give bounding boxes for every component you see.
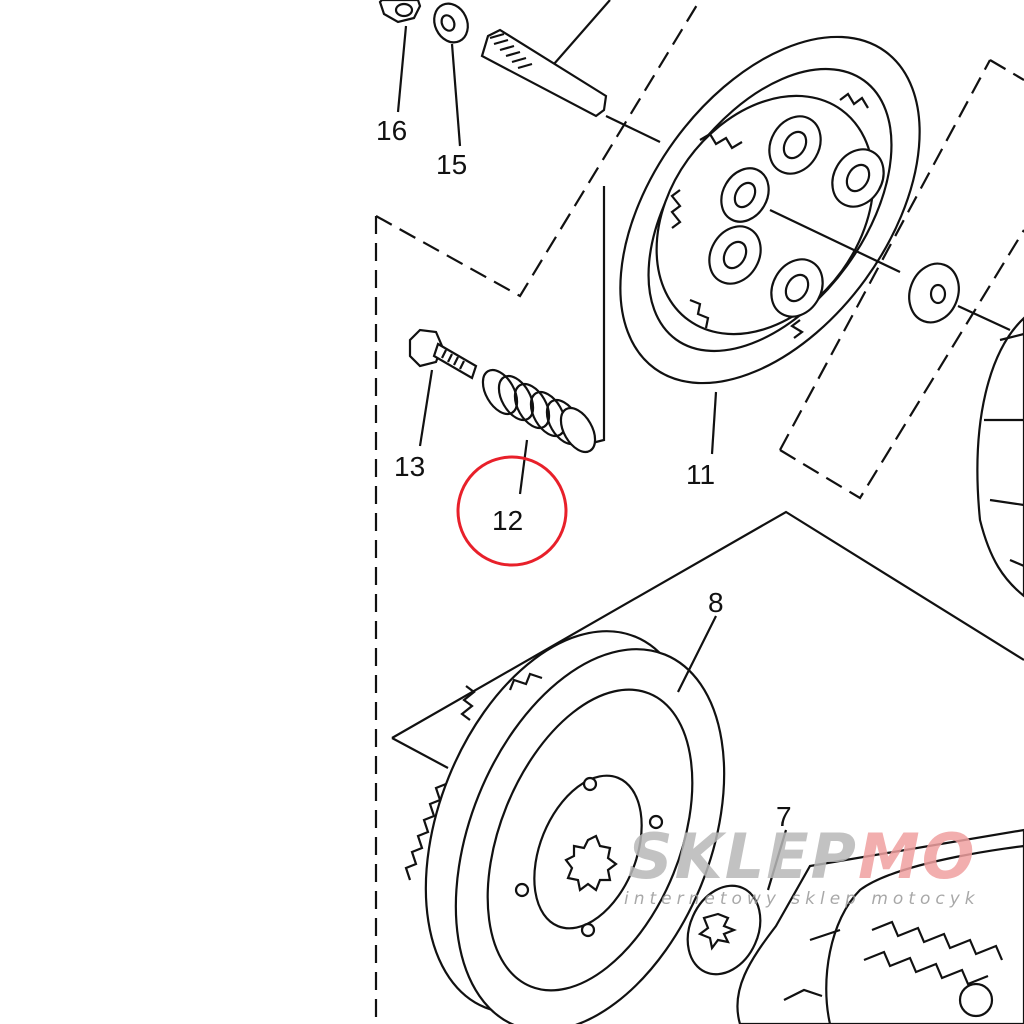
part-11-pressure-plate — [619, 35, 921, 455]
callout-12: 12 — [492, 505, 523, 536]
part-8-driven-gear — [404, 615, 726, 1024]
callout-11: 11 — [686, 459, 715, 490]
clutch-basket-edge — [976, 316, 1024, 598]
push-rod — [480, 28, 661, 143]
watermark-tagline: internetowy sklep motocyk — [624, 889, 980, 909]
clutch-boss — [736, 828, 1024, 1024]
part-7-screw — [686, 829, 788, 976]
highlight-circle — [456, 455, 568, 567]
part-12-spring — [481, 368, 597, 495]
callout-15: 15 — [436, 149, 467, 180]
part-13-bolt — [408, 328, 478, 447]
svg-text:SKLEPMO: SKLEPMO — [628, 820, 976, 893]
part-16-nut — [378, 0, 422, 113]
bearing — [908, 262, 1011, 331]
callout-8: 8 — [708, 587, 724, 618]
watermark: SKLEPMO internetowy sklep motocyk — [624, 820, 980, 909]
callout-7: 7 — [776, 801, 792, 832]
assembly-dashed-outlines — [374, 0, 1024, 1024]
callout-labels: 16 15 13 12 11 8 7 — [376, 115, 792, 832]
watermark-brand-left: SKLEP — [628, 820, 858, 893]
watermark-brand-right: MO — [858, 820, 976, 893]
part-15-washer — [433, 2, 469, 147]
callout-16: 16 — [376, 115, 407, 146]
callout-13: 13 — [394, 451, 425, 482]
